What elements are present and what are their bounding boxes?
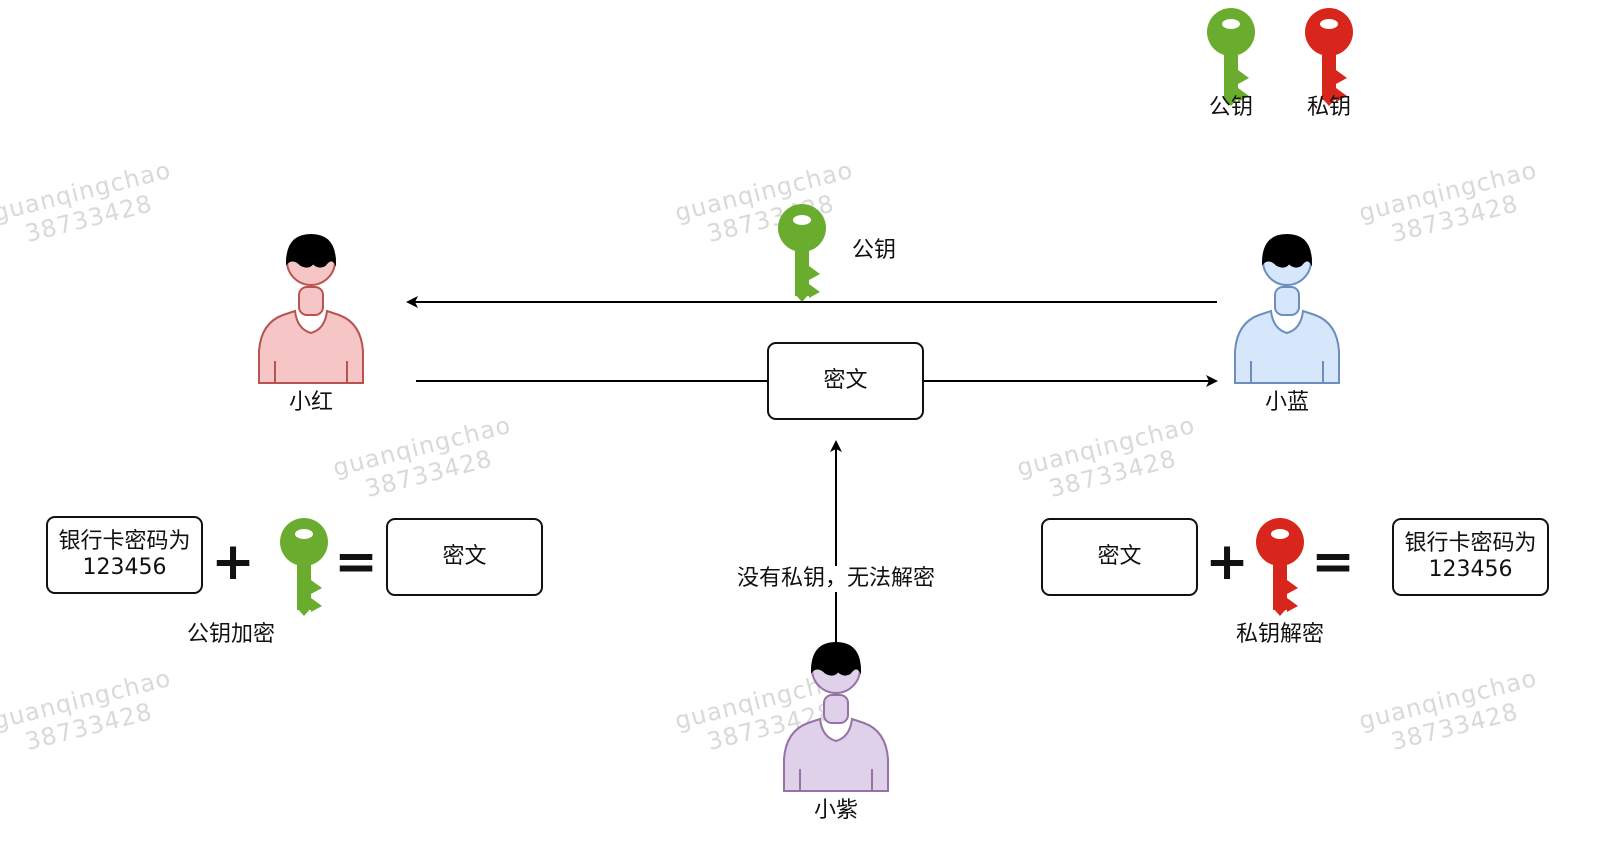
xiaolan-person-icon (1234, 234, 1340, 384)
plaintext-line2: 123456 (1428, 557, 1513, 582)
plaintext-box-encrypt: 银行卡密码为 123456 (46, 516, 203, 594)
encrypt-public-key-icon (280, 518, 328, 616)
legend-private-key-label: 私钥 (1306, 95, 1352, 120)
xiaozi-person-icon (783, 642, 889, 792)
encrypt-plus-sign: + (211, 532, 255, 592)
decrypt-plus-sign: + (1205, 532, 1249, 592)
ciphertext-box-encrypt: 密文 (386, 518, 543, 596)
transfer-public-key-icon (778, 204, 826, 302)
legend-public-key-label: 公钥 (1208, 95, 1254, 120)
plaintext-line1: 银行卡密码为 (1404, 531, 1537, 556)
transfer-public-key-label: 公钥 (851, 238, 897, 263)
encrypt-equals-sign: = (334, 532, 378, 592)
decrypt-private-key-icon (1256, 518, 1304, 616)
decrypt-caption: 私钥解密 (1235, 622, 1325, 647)
decrypt-equals-sign: = (1311, 532, 1355, 592)
no-private-key-label: 没有私钥，无法解密 (736, 566, 936, 592)
plaintext-box-decrypt: 银行卡密码为 123456 (1392, 518, 1549, 596)
plaintext-line1: 银行卡密码为 (58, 529, 191, 554)
xiaozi-label: 小紫 (813, 798, 859, 823)
encrypt-caption: 公钥加密 (186, 622, 276, 647)
xiaolan-label: 小蓝 (1264, 390, 1310, 415)
xiaohong-label: 小红 (288, 390, 334, 415)
legend-private-key-icon (1305, 8, 1353, 106)
ciphertext-text: 密文 (442, 544, 487, 569)
plaintext-line2: 123456 (82, 555, 167, 580)
cipher-box: 密文 (767, 342, 924, 420)
cipher-box-text: 密文 (823, 368, 868, 393)
legend-public-key-icon (1207, 8, 1255, 106)
ciphertext-text: 密文 (1097, 544, 1142, 569)
ciphertext-box-decrypt: 密文 (1041, 518, 1198, 596)
xiaohong-person-icon (258, 234, 364, 384)
